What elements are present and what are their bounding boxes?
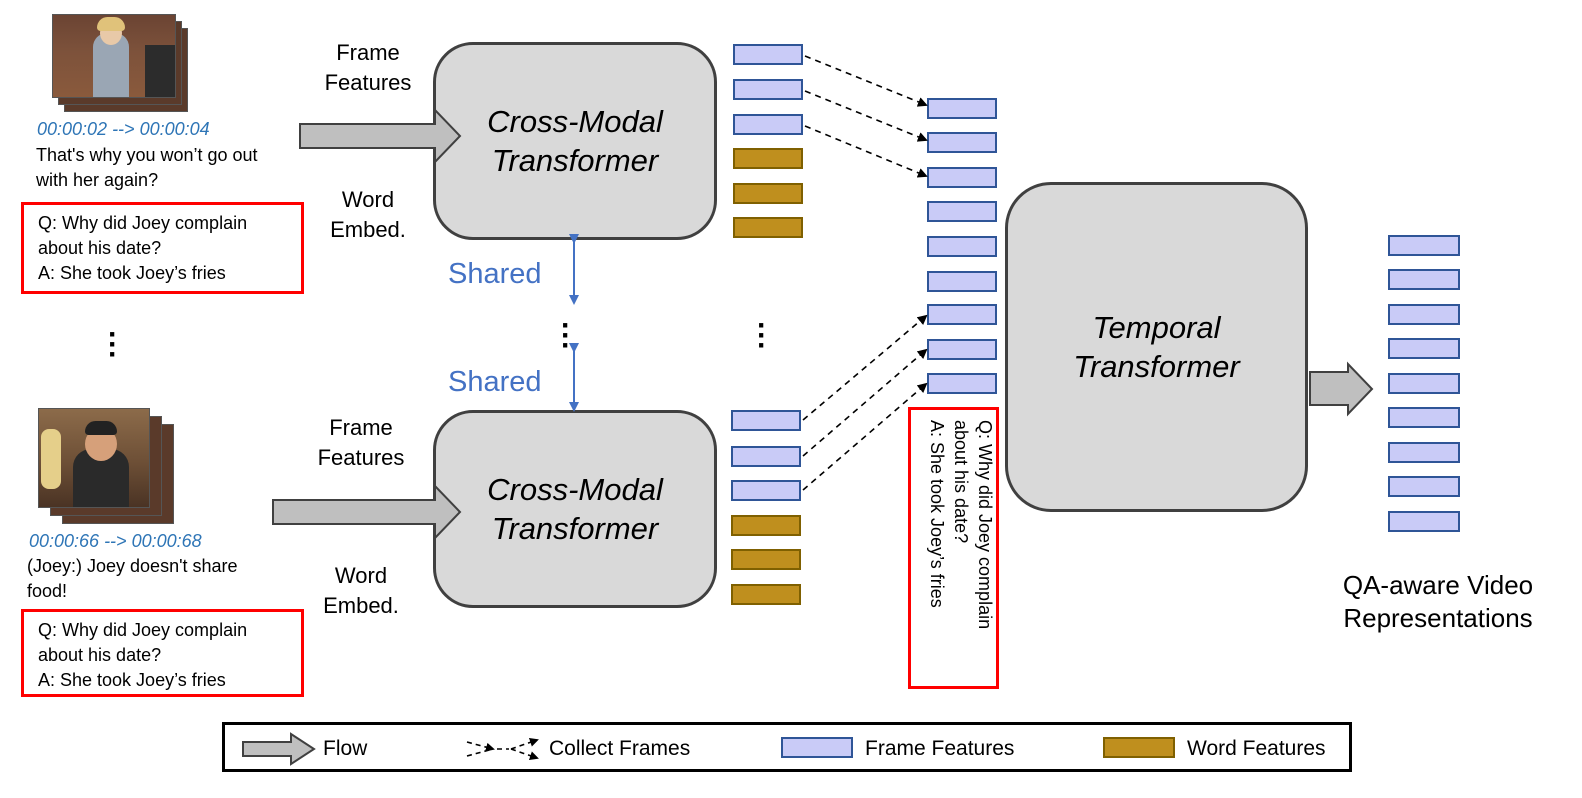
subtitle-2-line2: food!	[27, 581, 68, 601]
word-embed-label-1-line1: Word	[341, 187, 395, 212]
collect-arrow-2-3	[802, 382, 928, 491]
vertical-ellipsis-transformers: ···	[561, 309, 571, 362]
video-thumbnail-stack-1	[52, 14, 188, 114]
collected-frame-9	[927, 373, 997, 394]
output-feature-5	[1388, 373, 1460, 394]
qa-box-2-question-cont: about his date?	[38, 645, 162, 665]
subtitle-1-line2: with her again?	[36, 170, 159, 190]
output-feature-7	[1388, 442, 1460, 463]
flow-arrow-1	[299, 107, 462, 165]
frame-features-label-2-line1: Frame	[329, 415, 393, 440]
collect-arrow-2-2	[802, 348, 928, 457]
shared-label-2: Shared	[448, 366, 542, 398]
timestamp-1: 00:00:02 --> 00:00:04	[37, 119, 210, 139]
shared-label-1: Shared	[448, 258, 542, 290]
word-feature-1-1	[733, 148, 803, 169]
qa-box-2: Q: Why did Joey complain about his date?…	[21, 609, 304, 697]
flow-arrow-2	[272, 483, 462, 541]
output-feature-3	[1388, 304, 1460, 325]
subtitle-2: (Joey:) Joey doesn't share food!	[27, 554, 238, 604]
word-embed-label-2-line1: Word	[334, 563, 388, 588]
output-feature-8	[1388, 476, 1460, 497]
collected-frame-6	[927, 271, 997, 292]
legend-word-features-label: Word Features	[1187, 737, 1326, 760]
cross-modal-transformer-2-line2: Transformer	[491, 511, 659, 546]
word-embed-label-1: Word Embed.	[318, 185, 418, 245]
frame-feature-1-1	[733, 44, 803, 65]
collected-frame-1	[927, 98, 997, 119]
output-label-line1: QA-aware Video	[1342, 570, 1534, 600]
vertical-ellipsis-features: ···	[757, 309, 767, 362]
subtitle-1: That's why you won’t go out with her aga…	[36, 143, 258, 193]
collected-frame-2	[927, 132, 997, 153]
cross-modal-transformer-1-line2: Transformer	[491, 143, 659, 178]
timestamp-2: 00:00:66 --> 00:00:68	[29, 531, 202, 551]
flow-legend-icon	[242, 732, 316, 766]
word-feature-1-2	[733, 183, 803, 204]
output-feature-4	[1388, 338, 1460, 359]
output-feature-2	[1388, 269, 1460, 290]
word-feature-2-1	[731, 515, 801, 536]
legend-collect-label: Collect Frames	[549, 737, 691, 760]
output-feature-6	[1388, 407, 1460, 428]
subtitle-1-line1: That's why you won’t go out	[36, 145, 258, 165]
qa-box-1-question-cont: about his date?	[38, 238, 162, 258]
frame-features-label-2: Frame Features	[311, 413, 411, 473]
frame-feature-1-3	[733, 114, 803, 135]
qa-box-2-question: Q: Why did Joey complain	[38, 620, 248, 640]
cross-modal-transformer-2-line1: Cross-Modal	[487, 472, 663, 507]
temporal-transformer-line2: Transformer	[1073, 349, 1240, 384]
video-thumbnail-stack-2	[38, 408, 174, 524]
frame-feature-2-1	[731, 410, 801, 431]
legend-flow-label: Flow	[323, 737, 368, 760]
subtitle-2-line1: (Joey:) Joey doesn't share	[27, 556, 238, 576]
output-label-line2: Representations	[1343, 603, 1533, 633]
collected-frame-8	[927, 339, 997, 360]
word-features-legend-swatch	[1103, 737, 1175, 758]
qa-box-1-question: Q: Why did Joey complain	[38, 213, 248, 233]
qa-box-2-answer: A: She took Joey’s fries	[38, 670, 226, 690]
word-embed-label-2-line2: Embed.	[323, 593, 399, 618]
frame-feature-2-3	[731, 480, 801, 501]
collected-frame-3	[927, 167, 997, 188]
frame-features-label-2-line2: Features	[317, 445, 405, 470]
video-frame-1	[52, 14, 176, 98]
legend: Flow Collect Frames Frame Features Word …	[222, 722, 1352, 772]
temporal-transformer: Temporal Transformer	[1005, 182, 1308, 512]
qa-box-rotated: Q: Why did Joey complain about his date?…	[908, 407, 999, 689]
video-frame-2	[38, 408, 150, 508]
collect-arrow-1-1	[804, 55, 928, 107]
collect-arrow-2-1	[802, 314, 928, 421]
output-label: QA-aware Video Representations	[1322, 569, 1554, 635]
qa-box-1-answer: A: She took Joey’s fries	[38, 263, 226, 283]
frame-features-label-1-line1: Frame	[336, 40, 400, 65]
collected-frame-7	[927, 304, 997, 325]
flow-arrow-3	[1309, 361, 1374, 417]
frame-features-legend-swatch	[781, 737, 853, 758]
qa-box-1: Q: Why did Joey complain about his date?…	[21, 202, 304, 294]
output-feature-1	[1388, 235, 1460, 256]
legend-frame-features-label: Frame Features	[865, 737, 1015, 760]
collect-frames-legend-icon	[466, 738, 539, 760]
word-feature-2-3	[731, 584, 801, 605]
frame-features-label-1: Frame Features	[318, 38, 418, 98]
frame-feature-2-2	[731, 446, 801, 467]
output-feature-9	[1388, 511, 1460, 532]
frame-feature-1-2	[733, 79, 803, 100]
temporal-transformer-line1: Temporal	[1092, 310, 1221, 345]
word-embed-label-2: Word Embed.	[311, 561, 411, 621]
frame-features-label-1-line2: Features	[324, 70, 412, 95]
collected-frame-5	[927, 236, 997, 257]
word-feature-1-3	[733, 217, 803, 238]
cross-modal-transformer-1-line1: Cross-Modal	[487, 104, 663, 139]
vertical-ellipsis-clips: ···	[108, 318, 118, 371]
cross-modal-transformer-1: Cross-Modal Transformer	[433, 42, 717, 240]
word-embed-label-1-line2: Embed.	[330, 217, 406, 242]
word-feature-2-2	[731, 549, 801, 570]
collected-frame-4	[927, 201, 997, 222]
